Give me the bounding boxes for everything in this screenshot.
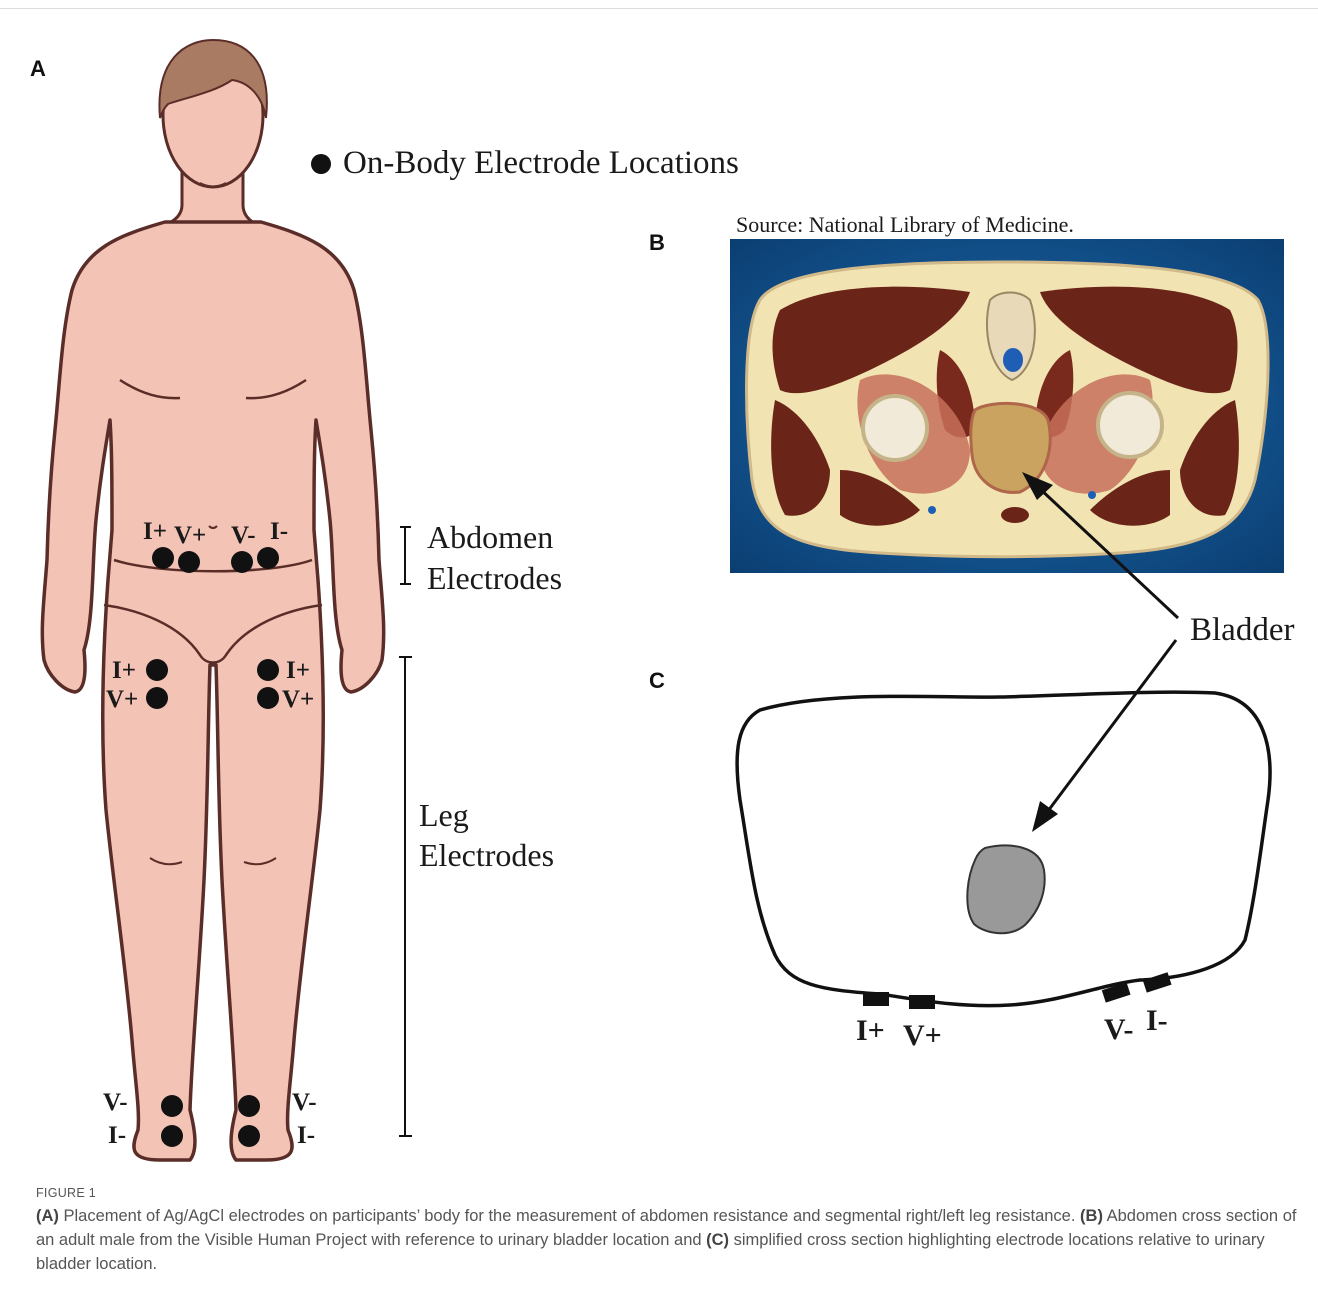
caption-a-tag: (A) <box>36 1207 59 1225</box>
abdomen-label-v-minus: V- <box>231 522 256 549</box>
panel-c-label: C <box>649 668 665 693</box>
electrode-pad <box>909 995 935 1009</box>
ankle-electrode-dot <box>161 1095 183 1117</box>
caption-b-tag: (B) <box>1080 1207 1103 1225</box>
abdomen-electrode-dot <box>257 547 279 569</box>
thigh-electrode-dot <box>257 687 279 709</box>
ankle-electrode-dot <box>238 1095 260 1117</box>
cs-label-i-plus: I+ <box>856 1014 885 1047</box>
thigh-left-label-i-plus: I+ <box>112 657 136 684</box>
cross-section-photo <box>730 239 1284 573</box>
legend-electrode-dot <box>311 154 331 174</box>
ankle-right-label-i-minus: I- <box>297 1122 315 1149</box>
caption-a-text: Placement of Ag/AgCl electrodes on parti… <box>59 1207 1080 1225</box>
abdomen-electrode-dot <box>231 551 253 573</box>
thigh-right-label-i-plus: I+ <box>286 657 310 684</box>
cross-section-electrodes: I+ V+ V- I- <box>856 972 1172 1052</box>
arrowhead-to-diagram <box>1032 801 1058 832</box>
ankle-left-label-i-minus: I- <box>108 1122 126 1149</box>
ankle-electrode-dot <box>161 1125 183 1147</box>
thigh-right-label-v-plus: V+ <box>282 686 314 713</box>
figure-number: FIGURE 1 <box>36 1186 1298 1200</box>
caption-c-tag: (C) <box>706 1231 729 1249</box>
electrode-pad <box>863 992 889 1006</box>
caption-text: (A) Placement of Ag/AgCl electrodes on p… <box>36 1204 1298 1276</box>
abdomen-label-i-minus: I- <box>270 518 288 545</box>
panel-b-label: B <box>649 230 665 255</box>
figure-canvas: A On-Body Electrode Locations I+ V+ <box>0 0 1318 1180</box>
figure-caption: FIGURE 1 (A) Placement of Ag/AgCl electr… <box>36 1186 1298 1276</box>
bladder-shape <box>967 846 1044 934</box>
leg-bracket-label-line1: Leg <box>419 797 469 833</box>
abdomen-label-i-plus: I+ <box>143 518 167 545</box>
leg-bracket <box>399 657 412 1136</box>
thigh-electrode-dot <box>146 659 168 681</box>
abdomen-bracket <box>400 527 411 584</box>
cs-label-v-plus: V+ <box>903 1019 942 1052</box>
cs-label-i-minus: I- <box>1146 1004 1168 1037</box>
thigh-electrode-dot <box>257 659 279 681</box>
abdomen-electrode-dot <box>178 551 200 573</box>
ankle-right-label-v-minus: V- <box>292 1089 317 1116</box>
thigh-electrode-dot <box>146 687 168 709</box>
thigh-left-label-v-plus: V+ <box>106 686 138 713</box>
abdomen-bracket-label-line2: Electrodes <box>427 560 562 596</box>
ankle-left-label-v-minus: V- <box>103 1089 128 1116</box>
electrode-pad <box>1143 972 1172 992</box>
body-figure <box>42 40 383 1160</box>
abdomen-electrode-dot <box>152 547 174 569</box>
abdomen-label-v-plus: V+ <box>174 522 206 549</box>
ankle-electrode-dot <box>238 1125 260 1147</box>
source-credit: Source: National Library of Medicine. <box>736 212 1074 237</box>
cs-label-v-minus: V- <box>1104 1013 1133 1046</box>
bladder-label: Bladder <box>1190 612 1294 648</box>
panel-a-label: A <box>30 56 46 81</box>
abdomen-bracket-label-line1: Abdomen <box>427 519 553 555</box>
legend-text: On-Body Electrode Locations <box>343 145 739 181</box>
leg-bracket-label-line2: Electrodes <box>419 837 554 873</box>
